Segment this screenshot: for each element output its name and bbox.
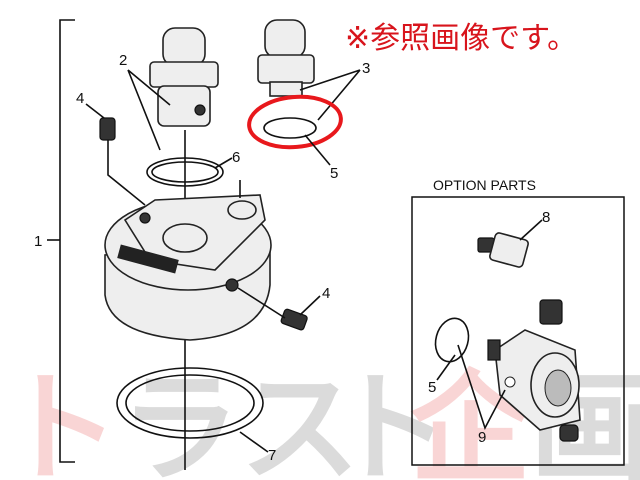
- o-ring-part-5-option: [434, 317, 470, 363]
- o-ring-part-7: [116, 367, 264, 439]
- plug-bolt-part-4: [99, 117, 116, 141]
- adapter-fitting-part-8: [477, 232, 529, 268]
- fitting-part-2: [149, 27, 219, 127]
- label-part-9: 9: [478, 429, 486, 446]
- label-part-4-top: 4: [76, 90, 84, 107]
- label-part-5-option: 5: [428, 379, 436, 396]
- option-parts-title: OPTION PARTS: [433, 177, 536, 193]
- adapter-body: [104, 194, 272, 341]
- reference-image-notice: ※参照画像です。: [345, 21, 577, 56]
- assembly-bracket: [59, 19, 75, 463]
- label-part-5: 5: [330, 165, 338, 182]
- sandwich-adapter-option: [487, 299, 581, 442]
- label-part-8: 8: [542, 209, 550, 226]
- o-ring-part-5: [263, 117, 317, 139]
- highlight-circle: [247, 94, 343, 150]
- o-ring-part-6: [146, 157, 224, 187]
- svg-text:ト: ト: [330, 358, 450, 480]
- option-parts-box: [411, 196, 625, 466]
- label-part-1: 1: [34, 233, 42, 250]
- label-part-3: 3: [362, 60, 370, 77]
- svg-text:ス: ス: [240, 358, 360, 480]
- label-part-7: 7: [268, 447, 276, 464]
- fitting-part-3: [257, 19, 315, 97]
- label-part-4-side: 4: [322, 285, 330, 302]
- label-part-6: 6: [232, 149, 240, 166]
- label-part-2: 2: [119, 52, 127, 69]
